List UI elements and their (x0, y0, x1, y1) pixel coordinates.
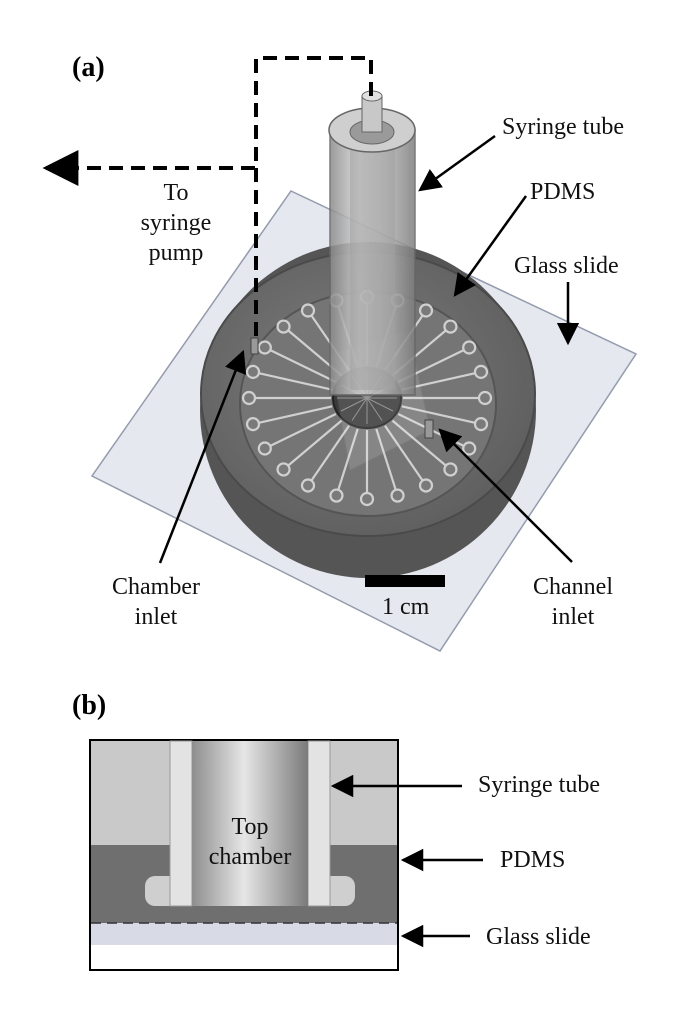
dashed-tubing (42, 56, 373, 186)
syringe-tube-inner (350, 145, 395, 390)
channel-line (269, 413, 337, 447)
channel-end-well (276, 462, 291, 477)
label-syringe-tube: Syringe tube (502, 114, 624, 140)
panel-b-tag: (b) (72, 690, 107, 721)
label-b-pdms: PDMS (500, 847, 566, 873)
channel-end-well (477, 390, 493, 406)
channel-end-well (245, 417, 261, 432)
label-top-chamber-line1: Top (231, 814, 269, 840)
label-channel-inlet-line2: inlet (551, 604, 595, 630)
channel-line (310, 425, 350, 482)
label-chamber-inlet-line1: Chamber (112, 574, 200, 600)
panel-a-tag: (a) (72, 52, 105, 83)
channel-end-well (276, 319, 291, 334)
label-channel-inlet-line1: Channel (533, 574, 613, 600)
channel-end-well (241, 390, 257, 406)
chamber-inlet-pin (250, 337, 259, 355)
channel-end-well (245, 364, 261, 379)
arrow-syringe-tube (418, 134, 496, 192)
label-to-syringe-pump-line1: To (163, 180, 189, 206)
channel-end-well (462, 340, 477, 355)
scale-bar (365, 575, 445, 587)
channel-end-well (418, 303, 434, 318)
label-b-glass-slide: Glass slide (486, 924, 591, 950)
channel-end-well (473, 417, 489, 432)
channel-end-well (359, 491, 375, 507)
channel-end-well (443, 319, 458, 334)
channel-line (401, 405, 476, 424)
chamber-spoke (366, 397, 394, 412)
arrow-channel-inlet (438, 428, 573, 563)
section-tube-wall-right (307, 740, 331, 907)
label-scale-bar: 1 cm (382, 594, 430, 620)
label-to-syringe-pump-line2: syringe (140, 210, 212, 236)
label-top-chamber-line2: chamber (208, 844, 292, 870)
section-glass-layer (91, 923, 397, 945)
channel-line (384, 425, 424, 482)
channel-line (258, 405, 333, 424)
channel-inlet-pin (424, 419, 434, 439)
channel-end-well (390, 488, 405, 503)
channel-line (391, 419, 447, 467)
channel-end-well (473, 364, 489, 379)
channel-end-well (300, 478, 316, 493)
label-top-chamber: Top chamber (192, 812, 308, 872)
label-b-syringe-tube: Syringe tube (478, 772, 600, 798)
chamber-spoke (340, 397, 368, 412)
channel-line (336, 428, 359, 492)
channel-line (375, 428, 398, 492)
chamber-spoke (366, 397, 383, 421)
arrow-chamber-inlet (158, 349, 247, 564)
channel-end-well (418, 478, 434, 493)
channel-line (287, 419, 343, 467)
label-chamber-inlet: Chamber inlet (96, 572, 216, 632)
label-to-syringe-pump-line3: pump (148, 240, 204, 266)
channel-end-well (257, 441, 272, 456)
label-chamber-inlet-line2: inlet (134, 604, 178, 630)
label-to-syringe-pump: To syringe pump (116, 178, 236, 268)
label-pdms: PDMS (530, 179, 596, 205)
channel-line (269, 349, 337, 383)
channel-end-well (462, 441, 477, 456)
channel-end-well (257, 340, 272, 355)
channel-end-well (443, 462, 458, 477)
section-tube-wall-left (169, 740, 193, 907)
section-top-chamber (192, 741, 308, 906)
channel-line (258, 372, 333, 391)
label-channel-inlet: Channel inlet (508, 572, 638, 632)
chamber-spoke (351, 397, 368, 421)
arrow-pdms (453, 195, 528, 297)
channel-end-well (300, 303, 316, 318)
label-glass-slide: Glass slide (514, 253, 619, 279)
channel-end-well (329, 488, 344, 503)
